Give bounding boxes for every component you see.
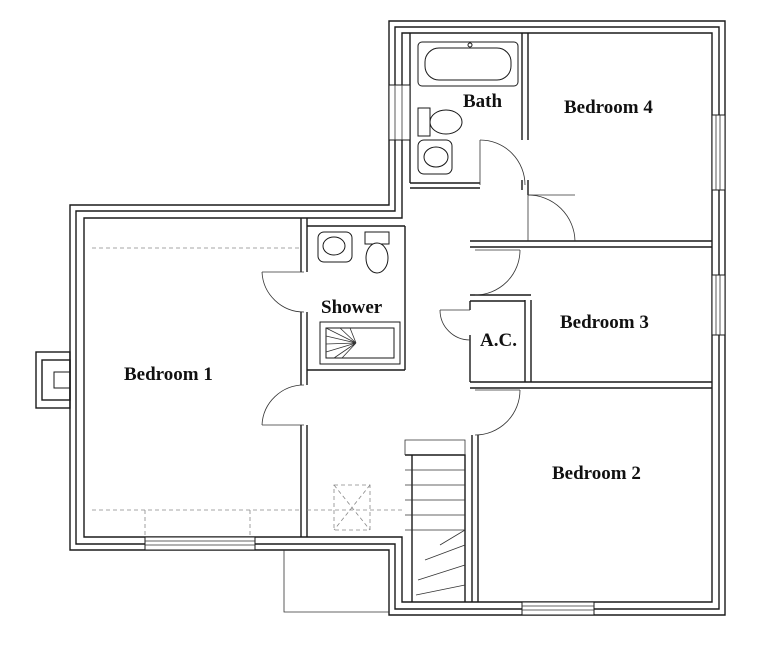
staircase <box>404 439 466 602</box>
room-label-ac: A.C. <box>480 330 517 351</box>
interior-walls <box>300 33 712 602</box>
doors <box>261 139 576 436</box>
loft-hatch <box>333 484 371 531</box>
basin-shower <box>317 231 353 263</box>
windows <box>144 84 726 616</box>
room-label-bedroom-1: Bedroom 1 <box>124 364 213 385</box>
room-label-bedroom-2: Bedroom 2 <box>552 463 641 484</box>
room-label-shower: Shower <box>321 297 383 318</box>
eaves-lines <box>92 247 402 537</box>
shower-tray <box>319 321 401 365</box>
room-label-bedroom-3: Bedroom 3 <box>560 312 649 333</box>
basin-bath <box>417 139 453 175</box>
chimney-bay <box>35 351 71 409</box>
porch <box>283 550 389 613</box>
bathtub <box>417 41 519 87</box>
toilet-shower <box>364 231 390 274</box>
room-label-bath: Bath <box>463 91 503 112</box>
room-label-bedroom-4: Bedroom 4 <box>564 97 653 118</box>
exterior-walls <box>69 20 726 616</box>
toilet-bath <box>417 107 463 137</box>
